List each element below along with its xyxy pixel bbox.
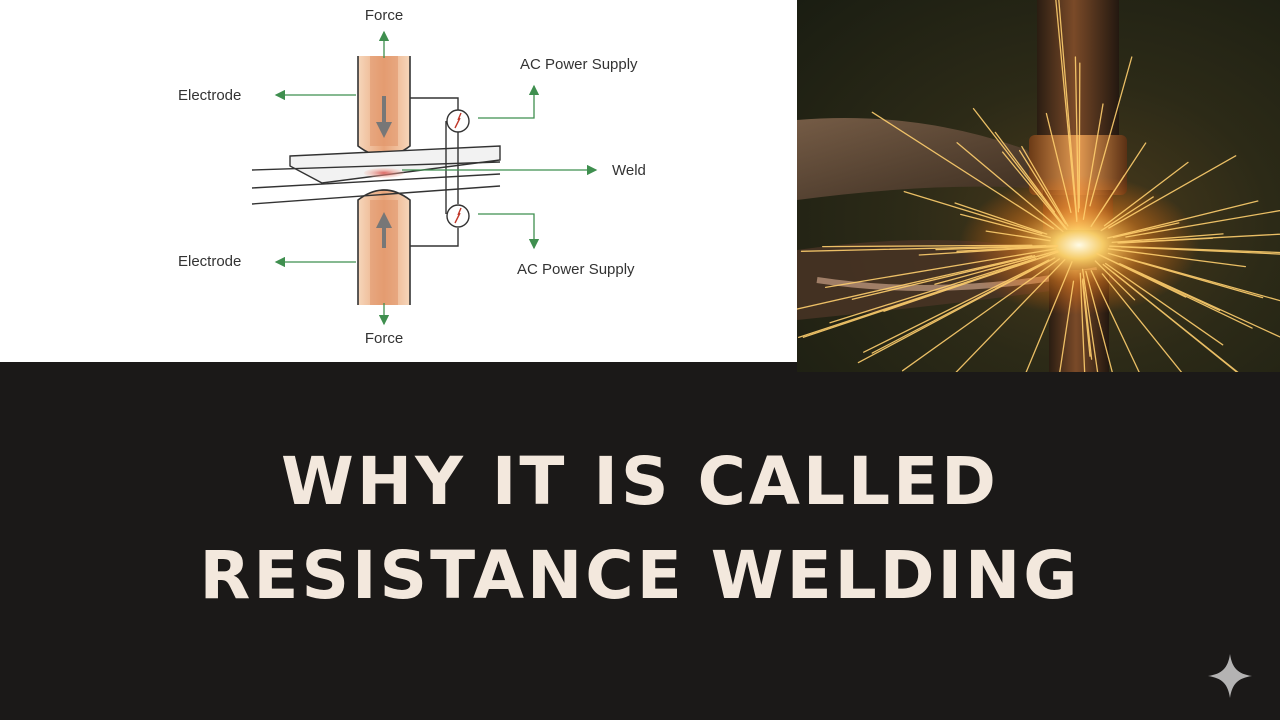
spark-streak [994, 131, 1056, 213]
electrode-bottom-label: Electrode [178, 253, 241, 270]
spark-streak [1059, 280, 1075, 372]
spark-streak [972, 107, 1068, 230]
sparkle-icon [1208, 654, 1252, 698]
spark-streak [1055, 0, 1078, 222]
spark-streak [824, 248, 1057, 289]
spark-streak [1118, 237, 1214, 244]
spark-streak [1100, 196, 1154, 232]
spark-streak [1079, 272, 1086, 372]
spark-streak [1124, 257, 1280, 302]
spark-streak [863, 259, 1050, 353]
spark-streak [960, 213, 1052, 239]
spark-streak [1058, 0, 1078, 221]
spark-streak [1120, 263, 1221, 312]
spark-streak [954, 202, 1048, 235]
weld-label: Weld [612, 162, 646, 179]
top-electrode [357, 56, 411, 157]
spark-streak [802, 251, 1059, 338]
spark-streak [1085, 270, 1113, 372]
headline-line-2: RESISTANCE WELDING [199, 537, 1081, 614]
ac-top-arrow [478, 84, 540, 119]
spark-streak [1074, 56, 1080, 213]
spark-streak [822, 244, 1033, 248]
spark-streak [1107, 252, 1264, 299]
spark-streak [1106, 200, 1259, 239]
force-bottom-label: Force [365, 330, 403, 347]
spark-streak [1018, 149, 1067, 225]
spark-streak [1108, 155, 1237, 229]
spark-streak [1104, 262, 1224, 346]
spark-streak [985, 230, 1051, 242]
workpiece-sheets [251, 145, 501, 205]
spark-streak [1081, 280, 1091, 357]
ac-source-bottom-icon [446, 204, 470, 228]
weld-nugget [364, 168, 404, 178]
ac-power-bottom-label: AC Power Supply [517, 261, 635, 278]
spark-streak [1097, 253, 1187, 298]
spark-streak [797, 255, 1033, 310]
spark-streak [1120, 246, 1280, 255]
spark-streak [1025, 261, 1073, 372]
spark-streak [1081, 268, 1099, 372]
spark-streak [901, 258, 1061, 372]
spark-streak [1125, 209, 1280, 238]
bottom-electrode [357, 189, 411, 305]
spark-streak [1094, 260, 1136, 301]
spark-streak [955, 259, 1066, 372]
spark-streak [1100, 142, 1147, 212]
force-top-label: Force [365, 7, 403, 24]
spark-streak [1101, 273, 1183, 372]
circuit [410, 97, 459, 247]
spark-streak [1112, 271, 1239, 372]
spark-streak [1045, 112, 1072, 214]
spark-streak [1021, 145, 1069, 227]
spark-streak [1089, 56, 1133, 207]
spark-streak [1107, 248, 1247, 268]
spark-streak [1090, 270, 1140, 372]
spark-streak [851, 255, 1036, 300]
spark-streak [956, 142, 1064, 233]
spark-streak [800, 245, 1047, 252]
spark-streak [1082, 103, 1104, 220]
spark-streak [1111, 233, 1224, 244]
ac-source-top-icon [446, 109, 470, 133]
spark-streak [1001, 151, 1066, 229]
spark-streak [829, 257, 1037, 324]
spark-streak [871, 262, 1046, 354]
spark-streak [871, 111, 1055, 230]
spark-streak [935, 245, 1059, 251]
spark-streak [1103, 161, 1189, 227]
ac-bottom-arrow [478, 213, 540, 250]
resistance-welding-diagram: Force Force Electrode Electrode AC Power… [0, 0, 797, 362]
electrode-top-label: Electrode [178, 87, 241, 104]
spark-streak [1078, 62, 1081, 209]
ac-power-top-label: AC Power Supply [520, 56, 638, 73]
spark-streak [1112, 222, 1180, 239]
headline: WHY IT IS CALLED RESISTANCE WELDING [0, 436, 1280, 624]
spark-streak [918, 245, 1058, 256]
headline-line-1: WHY IT IS CALLED [281, 443, 999, 520]
spark-streak [903, 190, 1043, 235]
welding-sparks-photo [797, 0, 1280, 372]
spark-streak [934, 252, 1049, 285]
